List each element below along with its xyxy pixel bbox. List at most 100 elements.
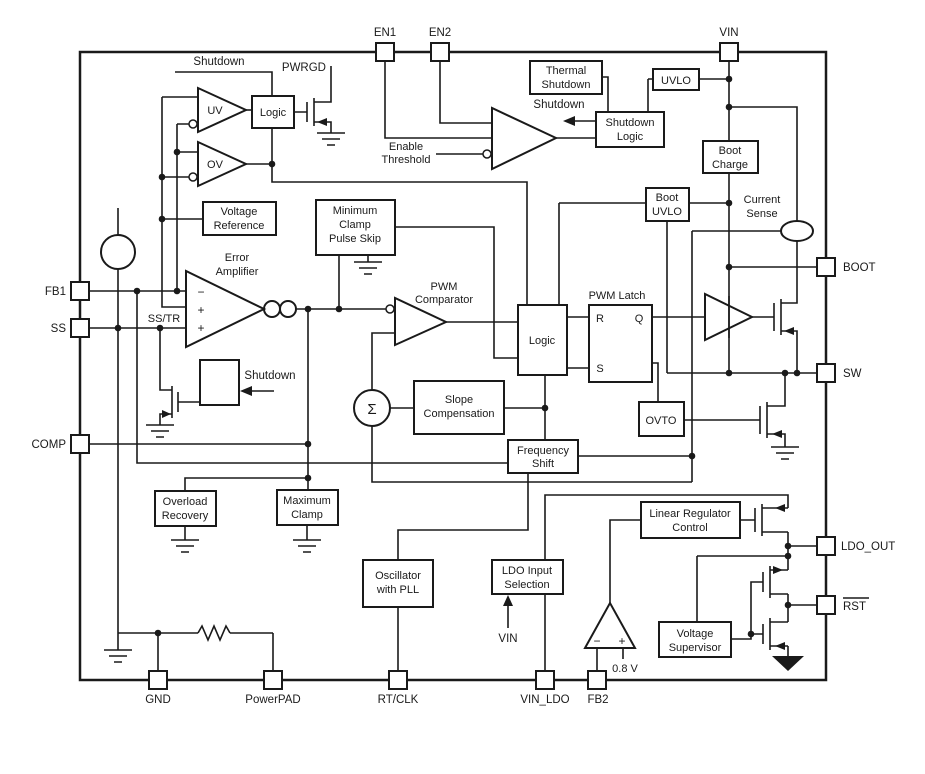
rst-lower-mosfet — [762, 618, 788, 650]
block-ldo-input-selection: LDO Input Selection — [491, 559, 564, 595]
gm-output-circle-1 — [263, 300, 281, 318]
pwm-comparator-label: PWM — [431, 281, 458, 293]
block-label: Selection — [504, 579, 549, 591]
block-maximum-clamp: Maximum Clamp — [276, 489, 339, 526]
pin-gnd: GND — [145, 670, 171, 706]
pin-fb2: FB2 — [587, 670, 609, 706]
block-boot-charge: Boot Charge — [702, 140, 759, 174]
block-label: Charge — [712, 159, 748, 171]
shutdown-ea-label: Shutdown — [244, 370, 295, 382]
pin-sw: SW — [816, 363, 862, 383]
pin-label: VIN — [719, 27, 738, 39]
softstart-shutdown-mosfet — [159, 328, 200, 425]
pin-powerpad: PowerPAD — [245, 670, 301, 706]
pwm-comparator — [394, 296, 449, 347]
block-main-logic: Logic — [517, 304, 568, 376]
block-frequency-shift: Frequency Shift — [507, 439, 579, 474]
block-label: UVLO — [661, 75, 691, 87]
block-overload-recovery: Overload Recovery — [154, 490, 217, 527]
block-pwm-latch: PWM Latch R Q S — [588, 290, 653, 383]
gm-output-circle-2 — [279, 300, 297, 318]
vin-internal-label: VIN — [498, 633, 517, 645]
ov-label: OV — [207, 159, 224, 171]
uv-comparator — [197, 86, 249, 134]
shutdown-top-label: Shutdown — [193, 56, 244, 68]
block-voltage-supervisor: Voltage Supervisor — [658, 621, 732, 658]
block-boot-uvlo: Boot UVLO — [645, 187, 690, 222]
block-label: LDO Input — [502, 565, 552, 577]
pin-label: FB1 — [45, 286, 66, 298]
block-label: Minimum — [333, 205, 378, 217]
ss-tr-label: SS/TR — [148, 313, 180, 325]
wires — [89, 61, 817, 671]
enable-comparator — [491, 106, 559, 171]
block-label: Linear Regulator — [649, 508, 731, 520]
block-voltage-reference: Voltage Reference — [202, 201, 277, 236]
block-label: Reference — [214, 220, 265, 232]
vin-up-arrow — [503, 595, 513, 606]
block-label: Oscillator — [375, 570, 421, 582]
pin-label: EN1 — [374, 27, 396, 39]
sigma-label: Σ — [367, 401, 376, 418]
pin-vin-ldo: VIN_LDO — [520, 670, 570, 706]
block-label: Clamp — [291, 509, 323, 521]
highside-mosfet — [752, 241, 798, 373]
pwrgd-label: PWRGD — [282, 62, 326, 74]
ldo-error-amplifier — [583, 600, 637, 649]
block-label: Logic — [529, 335, 556, 347]
summing-node — [353, 389, 391, 427]
pin-label: SS — [51, 323, 67, 335]
block-label: Recovery — [162, 510, 209, 522]
block-label: Shutdown — [542, 79, 591, 91]
pin-comp: COMP — [32, 434, 90, 454]
pin-label: EN2 — [429, 27, 451, 39]
pin-boot: BOOT — [816, 257, 876, 277]
pin-vin: VIN — [719, 27, 739, 62]
block-label: Boot — [719, 145, 742, 157]
pin-label: RT/CLK — [378, 694, 419, 706]
shutdown-ea-arrow — [240, 386, 252, 396]
uv-inverting-bubble — [188, 119, 198, 129]
pwm-comparator-label: Comparator — [415, 294, 473, 306]
ov-inverting-bubble — [188, 172, 198, 182]
block-minimum-clamp: Minimum Clamp Pulse Skip — [315, 199, 396, 256]
block-oscillator: Oscillator with PLL — [362, 559, 434, 608]
pin-label: LDO_OUT — [841, 541, 895, 553]
enable-threshold-label: Threshold — [382, 154, 431, 166]
pin-rt-clk: RT/CLK — [378, 670, 419, 706]
block-uvlo: UVLO — [652, 68, 700, 91]
block-label: Supervisor — [669, 642, 722, 654]
shutdown-signal-label: Shutdown — [533, 99, 584, 111]
error-amplifier — [185, 269, 267, 349]
vref-label: 0.8 V — [612, 663, 638, 675]
ldo-minus-label: − — [593, 634, 600, 648]
pin-label: RST — [843, 601, 866, 613]
block-linear-regulator: Linear Regulator Control — [640, 501, 741, 539]
block-label: Compensation — [424, 408, 495, 420]
block-label: Control — [672, 522, 707, 534]
error-amplifier-label: Amplifier — [216, 266, 259, 278]
pin-ldo-out: LDO_OUT — [816, 536, 895, 556]
pwm-inverting-bubble — [385, 304, 395, 314]
block-label: with PLL — [376, 584, 419, 596]
block-label: Voltage — [677, 628, 714, 640]
block-label: Boot — [656, 192, 679, 204]
current-sense-label: Current — [744, 194, 781, 206]
rst-upper-mosfet — [762, 566, 788, 598]
block-shutdown-empty — [199, 359, 240, 406]
block-label: Overload — [163, 496, 208, 508]
pin-label: FB2 — [587, 694, 608, 706]
pin-en1: EN1 — [374, 27, 396, 62]
pin-label: BOOT — [843, 262, 876, 274]
block-label: Maximum — [283, 495, 331, 507]
latch-r: R — [596, 313, 604, 325]
block-pwrgd-logic: Logic — [251, 95, 295, 129]
latch-q: Q — [635, 313, 644, 325]
pwm-latch-title: PWM Latch — [589, 290, 646, 302]
ea-plus2-label: + — [197, 321, 204, 335]
block-thermal-shutdown: Thermal Shutdown — [529, 60, 603, 95]
pwrgd-mosfet — [294, 66, 332, 133]
lowside-mosfet — [684, 373, 786, 447]
